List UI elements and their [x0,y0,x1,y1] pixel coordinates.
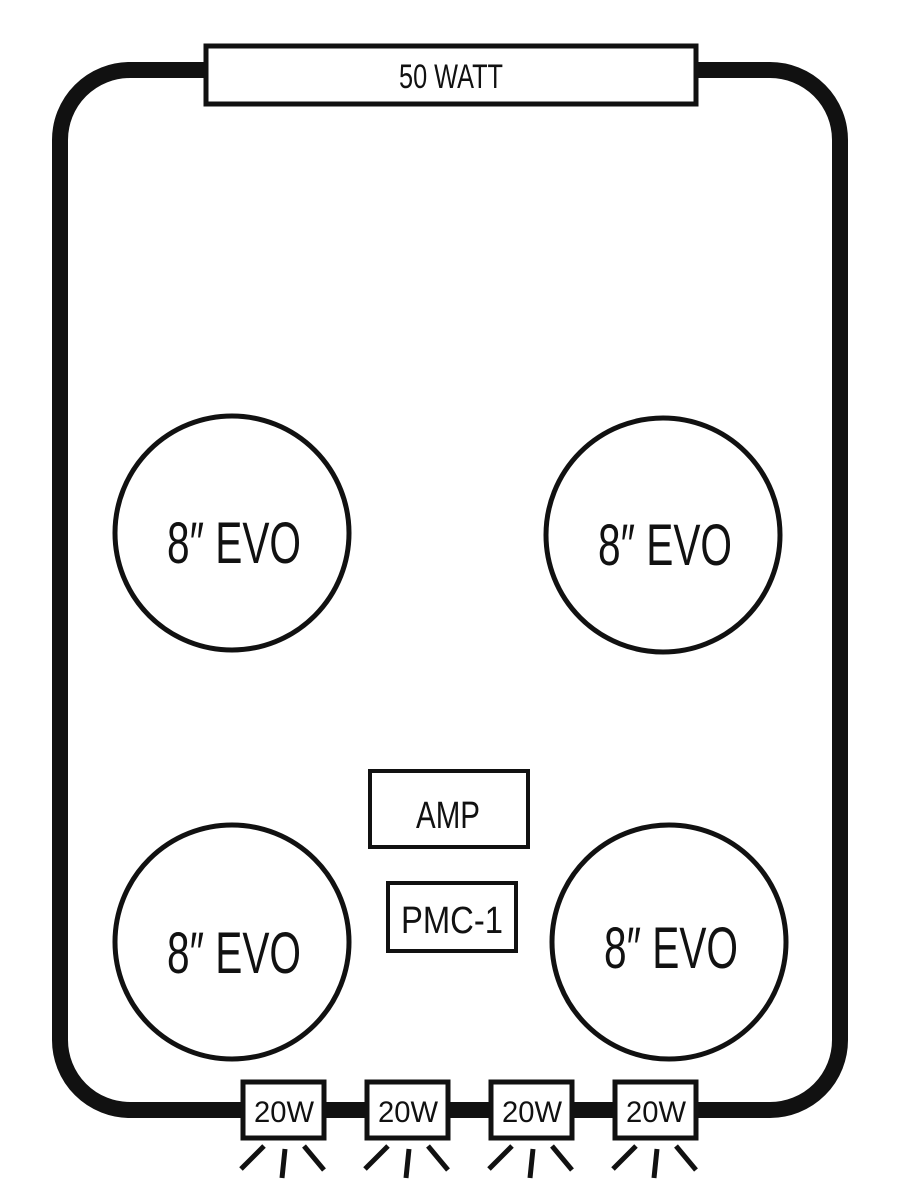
speaker-label: 8″ EVO [598,513,732,578]
speaker-top-left: 8″ EVO [112,413,352,653]
top-light-bar-label: 50 WATT [399,58,503,96]
amp-box [368,769,530,849]
speaker-circle [112,822,352,1062]
controller-label: PMC-1 [401,900,503,942]
light-rays-icon [611,1144,698,1179]
speaker-bottom-right: 8″ EVO [549,822,789,1062]
controller: PMC-1 [386,881,518,953]
speaker-circle [543,415,783,655]
top-light-bar: 50 WATT [203,43,699,107]
light-rays-icon [487,1144,574,1179]
light-1: 20W [239,1079,327,1179]
speaker-bottom-left: 8″ EVO [112,822,352,1062]
speaker-circle [549,822,789,1062]
light-2: 20W [363,1079,451,1179]
speaker-top-right: 8″ EVO [543,415,783,655]
top-light-bar-box [203,43,699,107]
light-box [488,1079,575,1141]
speaker-label: 8″ EVO [604,916,738,981]
light-3: 20W [487,1079,575,1179]
light-label: 20W [254,1096,315,1129]
light-label: 20W [378,1096,439,1129]
light-box [364,1079,451,1141]
controller-box [386,881,518,953]
light-rays-icon [363,1144,450,1179]
amp: AMP [368,769,530,849]
speaker-label: 8″ EVO [167,511,301,576]
light-rays-icon [239,1144,326,1179]
light-box [612,1079,699,1141]
light-4: 20W [611,1079,699,1179]
speaker-circle [112,413,352,653]
light-label: 20W [626,1096,687,1129]
speaker-label: 8″ EVO [167,921,301,986]
amp-label: AMP [416,795,480,837]
light-label: 20W [502,1096,563,1129]
light-box [240,1079,327,1141]
